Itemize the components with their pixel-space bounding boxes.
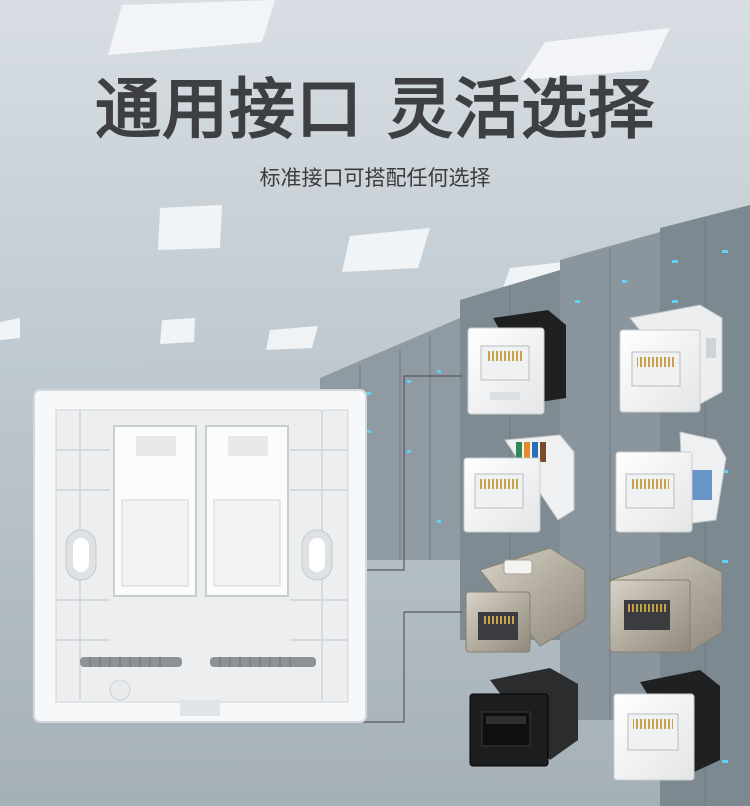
- module-white-toolless-keystone: [463, 434, 575, 533]
- page-title: 通用接口 灵活选择: [95, 71, 655, 148]
- module-shielded-toolless-keystone: [465, 547, 586, 653]
- mounting-screws: [80, 657, 316, 667]
- ceiling-lights: [0, 0, 670, 350]
- module-white-black-keystone: [467, 310, 566, 415]
- plate-keystone-port-right: [205, 425, 289, 597]
- plate-keystone-port-left: [113, 425, 197, 597]
- module-white-keystone: [619, 304, 723, 413]
- wall-plate: [33, 389, 367, 723]
- wiring-color-code: [516, 442, 546, 462]
- module-black-coupler: [469, 668, 578, 767]
- page-subtitle: 标准接口可搭配任何选择: [259, 166, 491, 190]
- module-white-black-keystone-bottom: [613, 670, 720, 781]
- module-white-keystone-side: [615, 431, 727, 533]
- module-shielded-keystone: [609, 555, 723, 653]
